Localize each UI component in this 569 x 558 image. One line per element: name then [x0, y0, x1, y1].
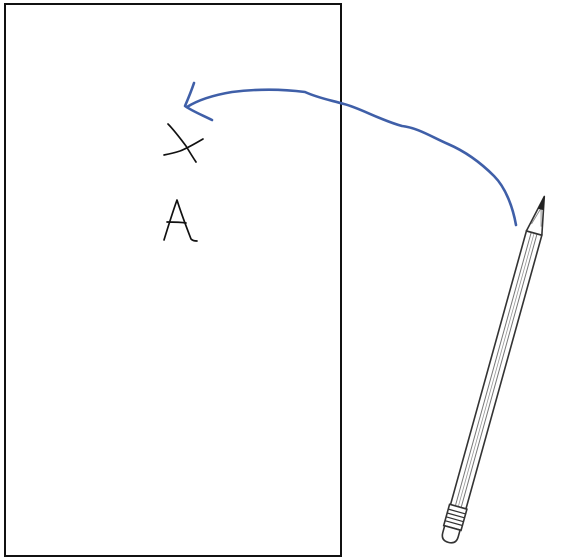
pencil-icon: [440, 194, 553, 545]
paper-sheet: [5, 4, 341, 556]
